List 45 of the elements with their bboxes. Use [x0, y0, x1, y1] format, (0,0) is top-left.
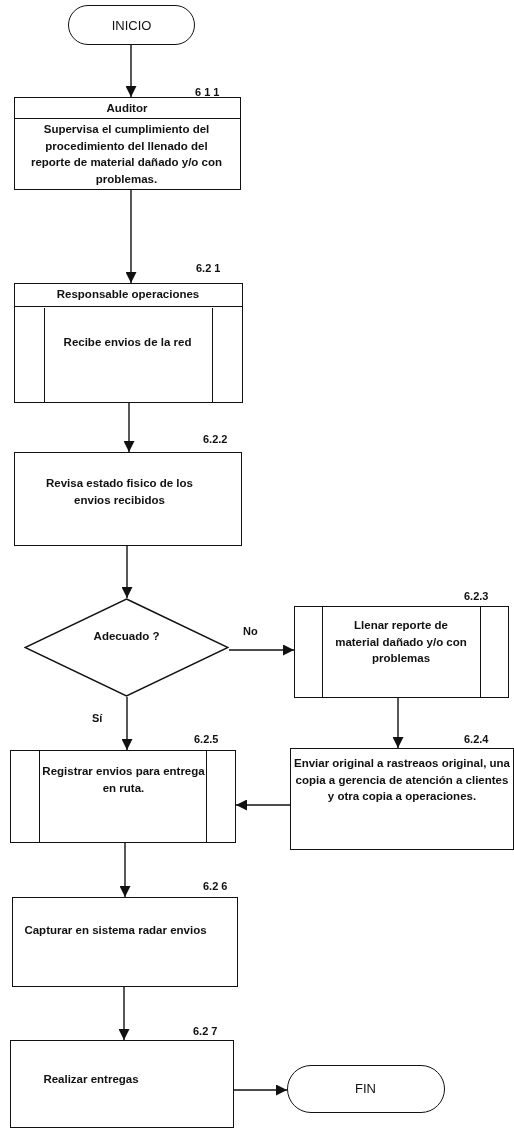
- edge-label: No: [242, 625, 259, 637]
- step-text: Registrar envios para entrega en ruta.: [41, 764, 206, 796]
- step-number: 6.2.2: [203, 433, 228, 445]
- step-number: 6.2 7: [193, 1025, 218, 1037]
- subprocess-box: [14, 283, 243, 403]
- arrow: [235, 799, 291, 811]
- subprocess-box: [10, 750, 236, 843]
- arrow: [233, 1084, 288, 1096]
- step-number: 6.2.4: [464, 733, 489, 745]
- arrow: [118, 986, 130, 1041]
- terminator-shape: [287, 1065, 445, 1113]
- arrow: [121, 545, 133, 599]
- arrow: [119, 842, 131, 898]
- arrow: [228, 644, 295, 656]
- terminator-text: FIN: [354, 1080, 377, 1098]
- step-number: 6.2 1: [196, 262, 221, 274]
- process-box: [290, 748, 514, 850]
- step-text: Llenar reporte de material dañado y/o con problemas: [334, 618, 468, 667]
- step-number: 6.2.3: [464, 590, 489, 602]
- arrow: [125, 44, 137, 98]
- header-text: Responsable operaciones: [55, 287, 201, 302]
- process-box: [12, 897, 238, 987]
- step-text: Capturar en sistema radar envios: [23, 923, 208, 938]
- subprocess-box: [294, 606, 509, 698]
- step-text: Revisa estado fisico de los envios recibidos: [45, 476, 194, 508]
- terminator-shape: [68, 5, 195, 45]
- decision-diamond: [24, 598, 229, 697]
- step-number: 6.2.5: [194, 733, 219, 745]
- step-number: 6.2 6: [203, 880, 228, 892]
- header-text: Auditor: [105, 101, 149, 116]
- step-text: Supervisa el cumplimiento del procedimiento del llenado del reporte de material dañado y/o con problemas.: [29, 122, 224, 187]
- step-text: Adecuado ?: [92, 629, 161, 644]
- process-box: [14, 97, 241, 190]
- arrow: [123, 402, 135, 453]
- arrow: [392, 697, 404, 749]
- arrow: [125, 189, 137, 284]
- arrow: [121, 696, 133, 751]
- step-number: 6 1 1: [195, 86, 220, 98]
- step-text: Recibe envios de la red: [62, 335, 193, 350]
- step-text: Realizar entregas: [42, 1072, 140, 1087]
- process-box: [14, 452, 242, 546]
- step-text: Enviar original a rastreaos original, una copia a gerencia de atención a clientes y otra copia a operaciones.: [293, 756, 511, 805]
- process-box: [10, 1040, 234, 1128]
- terminator-text: INICIO: [110, 17, 153, 35]
- edge-label: Sí: [91, 712, 104, 724]
